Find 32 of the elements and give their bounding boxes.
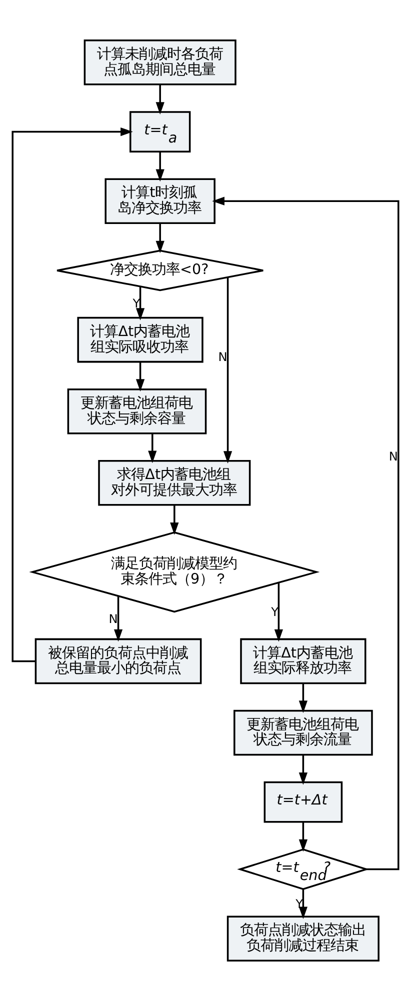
arrow [170,504,179,534]
arrow [298,754,308,784]
node-box: 求得Δt内蓄电池组对外可提供最大功率 [98,460,251,506]
edge-label: N [218,350,228,364]
edge-label: N [388,448,398,463]
node-box: t=t+Δt [264,780,343,822]
arrow [274,582,284,642]
arrow [136,362,145,392]
arrow [12,126,133,662]
node-box: 计算t时刻孤岛净交换功率 [104,178,216,224]
arrow [114,596,123,642]
node-box: 被保留的负荷点中削减总电量最小的负荷点 [34,638,202,684]
arrow [223,277,232,463]
node-box: 更新蓄电池组荷电状态与剩余容量 [67,388,207,434]
node-diamond: 净交换功率<0? [56,249,264,291]
arrow [156,84,164,114]
arrow [298,822,308,852]
arrow [212,196,400,870]
node-box: 计算Δt内蓄电池组实际释放功率 [240,638,366,684]
arrow [298,682,308,712]
edge-label: N [108,611,118,626]
node-box: 计算未削减时各负荷点孤岛期间总电量 [84,39,236,85]
node-box: 计算Δt内蓄电池组实际吸收功率 [77,316,204,362]
arrow [136,286,145,320]
edge-label: Y [132,296,140,310]
arrow [298,888,308,919]
arrow [156,151,164,182]
arrow [156,222,164,253]
edge-label: Y [296,896,304,911]
node-box: 更新蓄电池组荷电状态与剩余流量 [234,709,373,756]
arrow [148,433,157,463]
node-box: 负荷点削减状态输出负荷削减过程结束 [226,915,380,961]
